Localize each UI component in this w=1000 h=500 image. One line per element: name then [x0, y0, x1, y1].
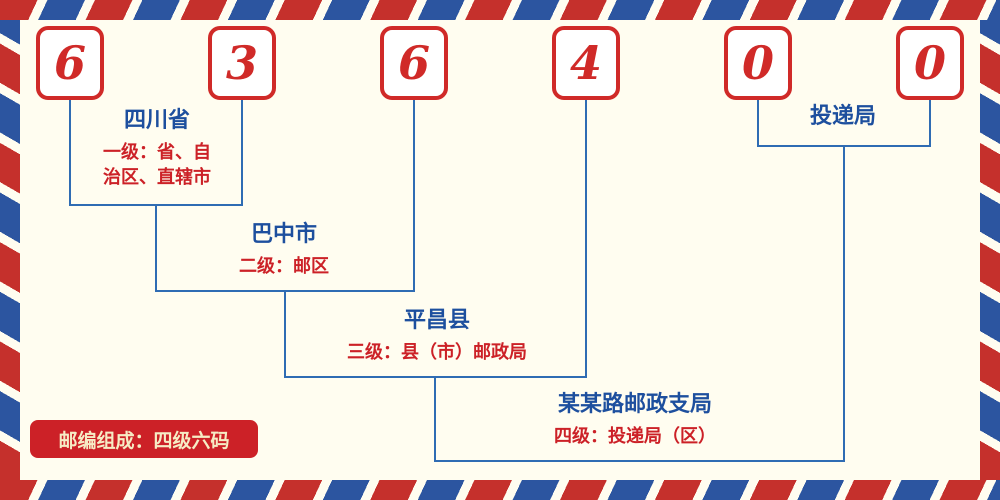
level4-desc: 四级：投递局（区） [554, 426, 716, 447]
bracket-level1-left-line [69, 100, 71, 206]
level4-place-name: 某某路邮政支局 [557, 392, 712, 417]
bracket-level4-left-line [434, 378, 436, 462]
bracket-level4-right-line [843, 147, 845, 462]
digit-box-5: 0 [724, 26, 792, 100]
digit-box-3: 6 [380, 26, 448, 100]
digit-box-1: 6 [36, 26, 104, 100]
digit-box-4: 4 [552, 26, 620, 100]
digit-5: 0 [741, 36, 774, 90]
level3-label-group: 平昌县 三级：县（市）邮政局 [347, 308, 527, 365]
airmail-border-right [980, 20, 1000, 480]
digit-4: 4 [569, 36, 602, 90]
bracket-level3-left-line [284, 292, 286, 378]
composition-badge: 邮编组成：四级六码 [30, 420, 258, 458]
airmail-border-top [0, 0, 1000, 20]
bracket-level1-bottom-line [69, 204, 243, 206]
bracket-delivery-left-line [757, 100, 759, 147]
delivery-office-label: 投递局 [809, 104, 877, 129]
level4-label-group: 某某路邮政支局 四级：投递局（区） [554, 392, 716, 449]
digit-box-2: 3 [208, 26, 276, 100]
bracket-level3-bottom-line [284, 376, 587, 378]
level1-desc-line2: 治区、直辖市 [103, 167, 211, 188]
bracket-delivery-right-line [929, 100, 931, 147]
bracket-level2-right-line [413, 100, 415, 292]
level3-desc: 三级：县（市）邮政局 [347, 342, 527, 363]
bracket-level3-right-line [585, 100, 587, 378]
bracket-level2-left-line [155, 206, 157, 292]
digit-1: 6 [53, 36, 86, 90]
delivery-office-label-group: 投递局 [810, 104, 876, 130]
bracket-delivery-bottom-line [757, 145, 931, 147]
digit-3: 6 [397, 36, 430, 90]
level3-place-name: 平昌县 [403, 308, 470, 333]
bracket-level2-bottom-line [155, 290, 415, 292]
digit-6: 0 [913, 36, 946, 90]
digit-box-6: 0 [896, 26, 964, 100]
bracket-level4-bottom-line [434, 460, 845, 462]
level1-desc-line1: 一级：省、自 [103, 142, 211, 163]
level2-label-group: 巴中市 二级：邮区 [239, 222, 329, 279]
airmail-border-bottom [0, 480, 1000, 500]
level2-place-name: 巴中市 [250, 222, 317, 247]
digit-2: 3 [225, 36, 258, 90]
level1-label-group: 四川省 一级：省、自 治区、直辖市 [103, 108, 211, 190]
level2-desc: 二级：邮区 [239, 256, 329, 277]
level1-place-name: 四川省 [123, 108, 190, 133]
airmail-border-left [0, 20, 20, 480]
bracket-level1-right-line [241, 100, 243, 206]
composition-badge-text: 邮编组成：四级六码 [58, 429, 230, 452]
